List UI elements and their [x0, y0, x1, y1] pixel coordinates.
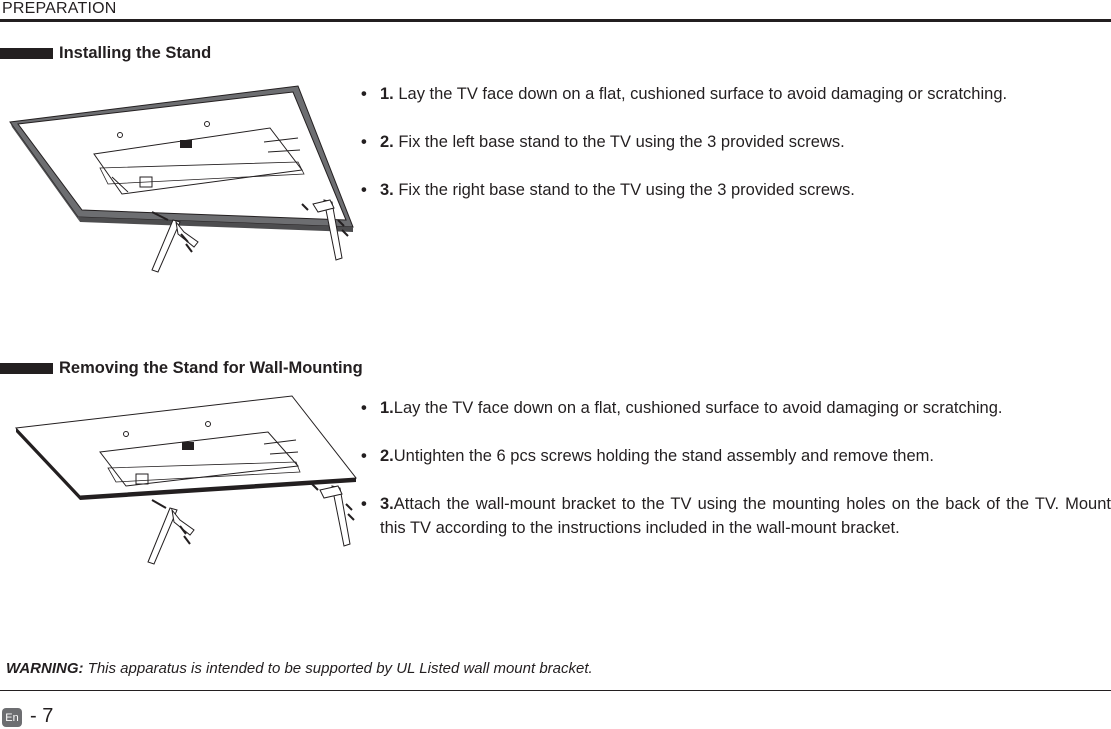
step-number: 1.: [380, 85, 394, 103]
step-number: 3.: [380, 495, 394, 513]
bullet-mark: •: [361, 85, 367, 103]
tv-install-stand-illustration: [9, 85, 354, 273]
list-item: • 2. Fix the left base stand to the TV u…: [357, 130, 1111, 154]
section-title-removing: Removing the Stand for Wall-Mounting: [0, 358, 363, 378]
tv-remove-stand-illustration: [14, 395, 357, 565]
step-text: Untighten the 6 pcs screws holding the s…: [393, 447, 934, 465]
warning-text: This apparatus is intended to be support…: [83, 660, 593, 677]
step-number: 1.: [380, 399, 394, 417]
step-text: Lay the TV face down on a flat, cushione…: [393, 85, 1008, 103]
section-title-text: Installing the Stand: [59, 43, 212, 62]
footer-rule: [0, 690, 1111, 691]
list-item: • 1.Lay the TV face down on a flat, cush…: [357, 396, 1111, 420]
bullet-mark: •: [361, 495, 367, 513]
list-item: • 2.Untighten the 6 pcs screws holding t…: [357, 444, 1111, 468]
bullet-mark: •: [361, 133, 367, 151]
warning-note: WARNING: This apparatus is intended to b…: [6, 660, 593, 677]
remove-steps-list: • 1.Lay the TV face down on a flat, cush…: [357, 396, 1111, 540]
section-title-text: Removing the Stand for Wall-Mounting: [59, 358, 363, 377]
section-marker-bar: [0, 47, 53, 59]
list-item: • 3.Attach the wall-mount bracket to the…: [357, 492, 1111, 540]
bullet-mark: •: [361, 399, 367, 417]
list-item: • 3. Fix the right base stand to the TV …: [357, 178, 1111, 202]
header-rule: [0, 19, 1111, 22]
step-number: 3.: [380, 181, 394, 199]
bullet-mark: •: [361, 181, 367, 199]
section-title-installing: Installing the Stand: [0, 43, 211, 63]
step-text: Fix the right base stand to the TV using…: [393, 181, 855, 199]
section-marker-bar: [0, 362, 53, 374]
step-text: Lay the TV face down on a flat, cushione…: [393, 399, 1003, 417]
install-steps-list: • 1. Lay the TV face down on a flat, cus…: [357, 82, 1111, 202]
step-number: 2.: [380, 447, 394, 465]
list-item: • 1. Lay the TV face down on a flat, cus…: [357, 82, 1111, 106]
language-badge: En: [2, 708, 22, 727]
step-text: Fix the left base stand to the TV using …: [393, 133, 845, 151]
page-number: - 7: [30, 705, 54, 727]
warning-label: WARNING:: [6, 660, 84, 677]
step-text: Attach the wall-mount bracket to the TV …: [380, 495, 1111, 537]
bullet-mark: •: [361, 447, 367, 465]
page-header-title: PREPARATION: [2, 0, 117, 17]
step-number: 2.: [380, 133, 394, 151]
